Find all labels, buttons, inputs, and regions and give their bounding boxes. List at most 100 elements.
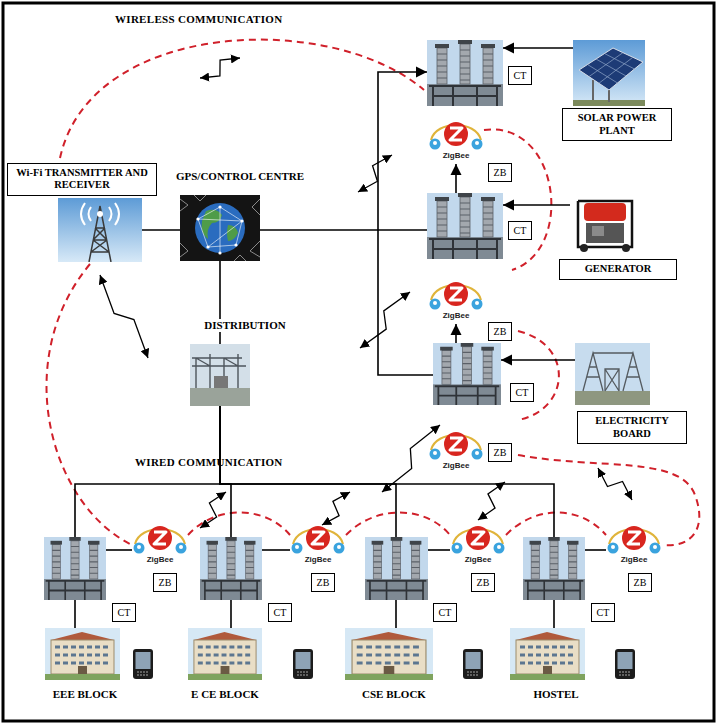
connector [501, 359, 575, 361]
substation: CT [365, 537, 428, 600]
tag-box: CT [268, 603, 293, 622]
wireless-link [484, 129, 551, 270]
wireless-link [506, 513, 606, 536]
solar-panel-picture [573, 40, 645, 106]
zigbee-logo [430, 122, 483, 150]
tag-box: CT [433, 603, 458, 622]
wireless-link [518, 331, 559, 420]
connector [585, 549, 606, 551]
wireless-link [188, 513, 290, 536]
zigbee-node: ZigBeeZB [606, 522, 662, 568]
zigbee-node: ZigBeeZB [428, 118, 484, 164]
connector [260, 229, 427, 231]
wireless-signal [382, 425, 440, 492]
wireless-signal [100, 275, 148, 358]
node-label: GPS/CONTROL CENTRE [174, 170, 306, 183]
building-label: HOSTEL [531, 688, 580, 701]
tag-box: ZB [488, 443, 513, 462]
substation-picture [427, 40, 503, 106]
zigbee-node: ZigBeeZB [428, 278, 484, 324]
phone-picture [615, 649, 635, 679]
connector [230, 600, 232, 628]
building: E CE BLOCK [188, 628, 262, 680]
phone-picture [293, 649, 313, 679]
zigbee-logo [452, 526, 505, 554]
wifi-tower: Wi-Fi TRANSMITTER AND RECEIVER [58, 198, 142, 262]
logo-text: ZigBee [443, 152, 470, 161]
wireless-signals [100, 58, 632, 528]
tag-box: ZB [471, 573, 496, 592]
substation-picture [433, 343, 501, 405]
generator-picture [570, 195, 640, 253]
distribution-picture [190, 344, 250, 406]
zigbee-logo [134, 526, 187, 554]
wireless-signal [478, 482, 505, 520]
globe-picture [180, 195, 260, 261]
zigbee-logo [430, 432, 483, 460]
connector [553, 600, 555, 628]
building: HOSTEL [510, 628, 585, 680]
electricity-board-picture [575, 343, 650, 405]
wireless-link [47, 264, 132, 545]
control-centre: GPS/CONTROL CENTRE [180, 195, 260, 261]
connector [428, 549, 450, 551]
logo-text: ZigBee [443, 312, 470, 321]
substation-picture [427, 193, 503, 259]
building-picture [45, 628, 120, 680]
wireless-signal [358, 155, 392, 192]
connector [220, 406, 231, 537]
electricity-board: ELECTRICITY BOARD [575, 343, 650, 405]
building-label: CSE BLOCK [360, 688, 428, 701]
wireless-signal [598, 468, 632, 500]
wireless-signal [200, 492, 226, 528]
connector [220, 406, 554, 537]
tag-box: ZB [311, 573, 336, 592]
phone-picture [133, 649, 153, 679]
zigbee-logo [430, 282, 483, 310]
substation: CT [433, 343, 501, 405]
connector [503, 47, 573, 49]
wireless-signal [200, 58, 240, 78]
zigbee-logo [608, 526, 661, 554]
substation: CT [523, 537, 585, 600]
connector [142, 229, 180, 231]
zigbee-logo [292, 526, 345, 554]
building-label: E CE BLOCK [189, 688, 261, 701]
tag-box: ZB [628, 573, 653, 592]
logo-text: ZigBee [443, 462, 470, 471]
building: EEE BLOCK [45, 628, 120, 680]
section-label: WIRED COMMUNICATION [135, 456, 283, 468]
building-picture [510, 628, 585, 680]
label-box: GENERATOR [559, 259, 677, 280]
substation-picture [200, 537, 262, 600]
label-box: SOLAR POWER PLANT [562, 108, 672, 141]
substation-picture [523, 537, 585, 600]
zigbee-node: ZigBeeZB [428, 428, 484, 474]
wireless-link [60, 40, 424, 158]
label-box: Wi-Fi TRANSMITTER AND RECEIVER [7, 163, 157, 196]
connector [455, 324, 457, 343]
zigbee-node: ZigBeeZB [290, 522, 346, 568]
tag-box: CT [591, 603, 616, 622]
substation: CT [200, 537, 262, 600]
outer-frame [3, 3, 714, 721]
connector [378, 72, 433, 375]
distribution-station: DISTRIBUTION [190, 344, 250, 406]
connector [395, 600, 397, 628]
tag-box: ZB [153, 573, 178, 592]
substation-picture [365, 537, 428, 600]
substation: CT [427, 193, 503, 259]
building-picture [188, 628, 262, 680]
wireless-signal [360, 292, 410, 348]
substation: CT [44, 537, 106, 600]
substation: CT [427, 40, 503, 106]
wireless-link [518, 455, 699, 545]
logo-text: ZigBee [305, 556, 332, 565]
connector [75, 406, 220, 537]
wireless-links [47, 40, 700, 546]
tag-box: CT [510, 383, 535, 402]
connector [220, 406, 396, 537]
wifi-tower-picture [58, 198, 142, 262]
label-box: ELECTRICITY BOARD [577, 411, 687, 444]
